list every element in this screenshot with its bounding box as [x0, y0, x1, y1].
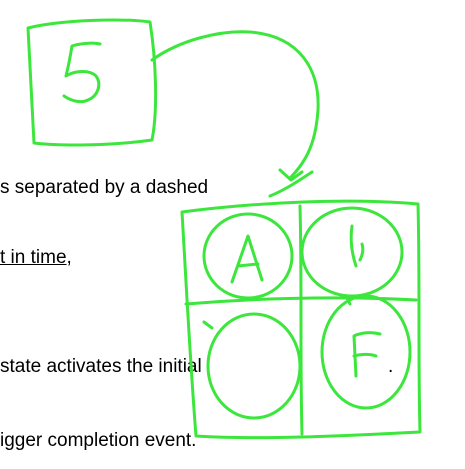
annotation-circle-f — [320, 294, 412, 410]
annotation-circle-b — [300, 206, 404, 298]
line-2-punctuation: , — [66, 247, 72, 268]
annotation-underline-stroke — [268, 170, 314, 198]
annotation-letter-a — [230, 234, 264, 284]
annotation-box-stroke — [26, 18, 158, 147]
annotation-digit-stroke — [62, 41, 102, 104]
annotation-circle-a — [202, 212, 294, 300]
underlined-phrase: t in time — [0, 247, 67, 268]
annotation-circle-c — [206, 312, 302, 420]
annotation-arrowhead-stroke — [278, 168, 304, 182]
slide-text-line-4: igger completion event. — [0, 430, 197, 451]
annotation-grid-horizontal — [184, 296, 418, 306]
annotation-connector-stroke — [150, 30, 320, 180]
annotation-grid-outline — [180, 199, 422, 440]
slide-text-line-3: state activates the initial — [0, 356, 202, 377]
slide-text-line-3-tail: . — [388, 356, 394, 377]
annotation-circle-b-mark — [349, 224, 365, 268]
slide-text-line-1: s separated by a dashed — [0, 177, 209, 198]
annotation-tick-marks — [202, 294, 352, 330]
slide-text-line-2: t in time, — [0, 248, 72, 267]
annotation-letter-f — [352, 331, 382, 378]
annotation-grid-vertical — [298, 204, 304, 436]
